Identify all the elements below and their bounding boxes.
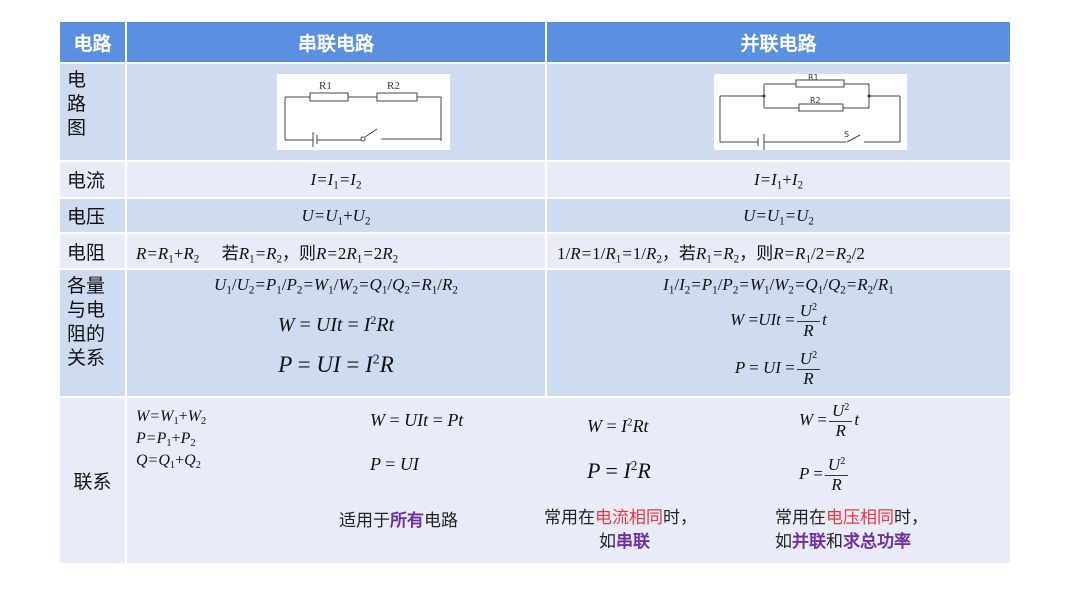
svg-text:S: S [844, 130, 849, 139]
current-power-formula: P = I2R [587, 458, 651, 483]
row-label-link: 联系 [60, 398, 125, 563]
parallel-ratio-formula: I1/I2=P1/P2=W1/W2=Q1/Q2=R2/R1 [663, 275, 894, 297]
work-sum-formula: W=W1+W2 [136, 408, 207, 428]
general-applicability-note: 适用于所有电路 [339, 511, 458, 531]
series-circuit-diagram: R1 R2 [277, 74, 450, 150]
general-work-formula: W = UIt = Pt [370, 410, 464, 430]
circuit-comparison-table: 电路 串联电路 并联电路 电 路 图 [60, 22, 1010, 563]
general-power-formula: P = UI [370, 454, 419, 474]
series-circuit-icon: R1 R2 [284, 80, 442, 147]
parallel-circuit-diagram: R1 R2 S [714, 73, 907, 150]
parallel-diagram-cell: R1 R2 S [547, 64, 1010, 160]
series-work-formula: W = UIt = I2Rt [277, 312, 395, 336]
heat-sum-formula: Q=Q1+Q2 [136, 452, 201, 472]
svg-text:R2: R2 [810, 96, 821, 105]
series-relation-cell: U1/U2=P1/P2=W1/W2=Q1/Q2=R1/R2 W = UIt = … [127, 270, 545, 396]
current-work-formula: W = I2Rt [587, 416, 649, 436]
svg-text:R1: R1 [319, 80, 332, 92]
header-parallel: 并联电路 [547, 22, 1010, 62]
parallel-current-formula: I=I1+I2 [547, 162, 1010, 197]
parallel-resistance-formula: 1/R=1/R1=1/R2，若R1=R2，则R=R1/2=R2/2 [547, 234, 1010, 268]
svg-text:R1: R1 [808, 74, 819, 82]
series-resistance-formula: R=R1+R2 若R1=R2，则R=2R1=2R2 [127, 234, 545, 268]
series-current-formula: I=I1=I2 [127, 162, 545, 197]
series-voltage-formula: U=U1+U2 [127, 199, 545, 232]
current-usage-note: 常用在电流相同时， 如串联 [544, 508, 697, 552]
power-sum-formula: P=P1+P2 [136, 430, 196, 450]
voltage-usage-note: 常用在电压相同时， 如并联和求总功率 [775, 508, 928, 552]
parallel-circuit-icon: R1 R2 S [719, 73, 901, 150]
link-content-cell: W=W1+W2 P=P1+P2 Q=Q1+Q2 W = UIt = Pt P =… [127, 398, 1010, 563]
link-sum-formulas: W=W1+W2 P=P1+P2 Q=Q1+Q2 [136, 406, 206, 472]
series-ratio-formula: U1/U2=P1/P2=W1/W2=Q1/Q2=R1/R2 [214, 275, 458, 297]
row-label-diagram: 电 路 图 [60, 64, 125, 160]
header-circuit: 电路 [60, 22, 125, 62]
svg-text:R2: R2 [387, 80, 400, 92]
row-label-resistance: 电阻 [60, 234, 125, 268]
parallel-voltage-formula: U=U1=U2 [547, 199, 1010, 232]
row-label-voltage: 电压 [60, 199, 125, 232]
series-diagram-cell: R1 R2 [127, 64, 545, 160]
header-series: 串联电路 [127, 22, 545, 62]
row-label-relation: 各量 与电 阻的 关系 [60, 270, 125, 396]
parallel-relation-cell: I1/I2=P1/P2=W1/W2=Q1/Q2=R2/R1 W =UIt =U2… [547, 270, 1010, 396]
series-power-formula: P = UI = I2R [278, 351, 394, 377]
row-label-current: 电流 [60, 162, 125, 197]
